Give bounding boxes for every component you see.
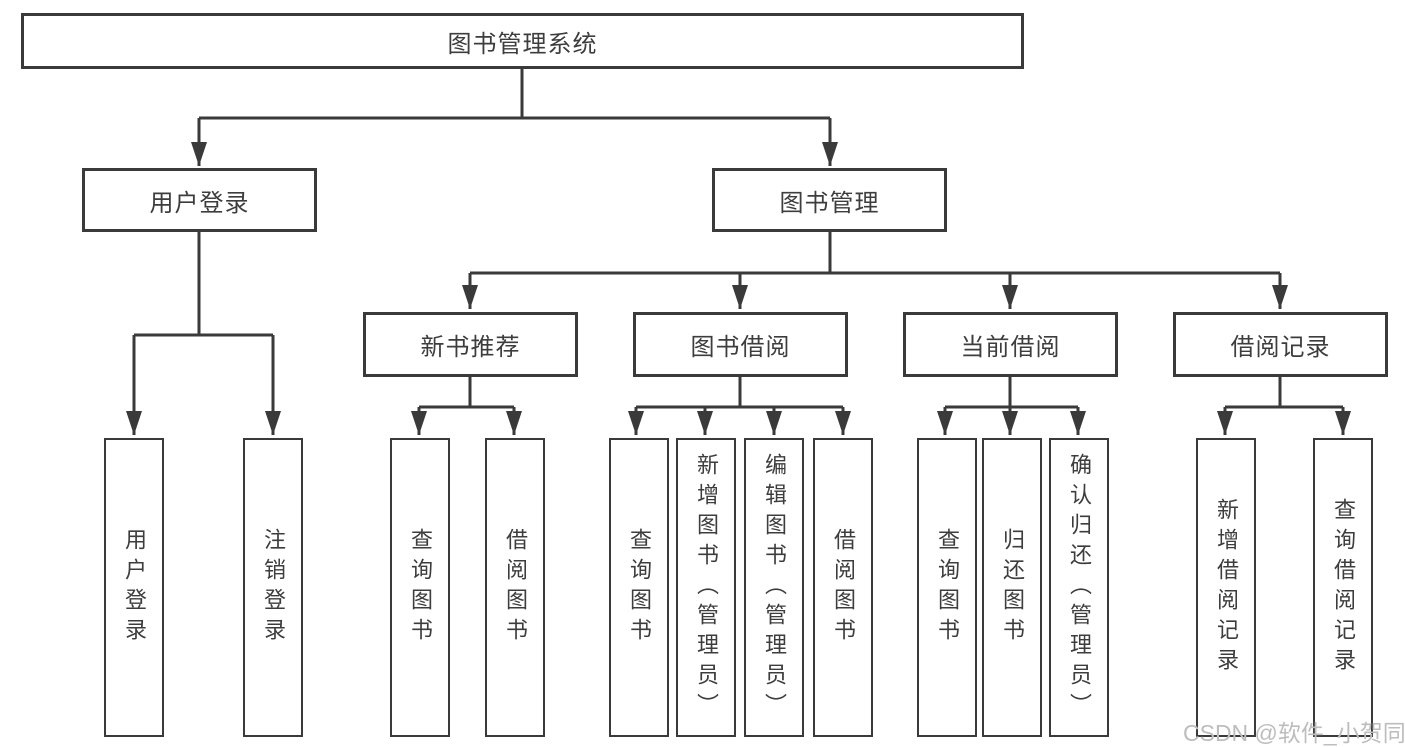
leaf-query-books-1: 查询图书 <box>390 438 450 737</box>
leaf-return-book: 归还图书 <box>982 438 1042 737</box>
leaf-add-borrow-record: 新增借阅记录 <box>1196 438 1256 737</box>
node-new-book-recommend: 新书推荐 <box>363 312 578 377</box>
leaf-add-borrow-record-label: 新增借阅记录 <box>1214 497 1239 678</box>
leaf-confirm-return-admin-label: 确认归还（管理员） <box>1067 452 1092 723</box>
node-book-borrowing-label: 图书借阅 <box>690 334 791 361</box>
leaf-return-book-label: 归还图书 <box>1000 527 1025 648</box>
leaf-borrow-books-2-label: 借阅图书 <box>831 527 856 648</box>
leaf-edit-book-admin-label: 编辑图书（管理员） <box>762 452 787 723</box>
node-current-borrowing-label: 当前借阅 <box>960 334 1061 361</box>
leaf-edit-book-admin: 编辑图书（管理员） <box>744 438 804 737</box>
connector-root-to-level2 <box>191 69 838 166</box>
node-book-borrowing: 图书借阅 <box>633 312 848 377</box>
leaf-borrow-books-1-label: 借阅图书 <box>503 527 528 648</box>
leaf-query-books-3: 查询图书 <box>917 438 977 737</box>
leaf-query-borrow-record: 查询借阅记录 <box>1313 438 1373 737</box>
node-borrowing-records: 借阅记录 <box>1173 312 1388 377</box>
connector-current-children <box>937 377 1086 435</box>
leaf-add-book-admin-label: 新增图书（管理员） <box>694 452 719 723</box>
leaf-query-books-3-label: 查询图书 <box>935 527 960 648</box>
leaf-borrow-books-2: 借阅图书 <box>813 438 873 737</box>
node-book-management-label: 图书管理 <box>779 189 880 217</box>
connector-new-rec-children <box>411 377 522 435</box>
leaf-user-login-label: 用户登录 <box>122 527 147 648</box>
leaf-user-login: 用户登录 <box>104 438 164 737</box>
leaf-logout: 注销登录 <box>243 438 303 737</box>
connector-user-login-children <box>126 232 281 435</box>
node-current-borrowing: 当前借阅 <box>903 312 1118 377</box>
connector-book-mgmt-children <box>462 232 1288 309</box>
leaf-query-books-1-label: 查询图书 <box>408 527 433 648</box>
leaf-query-borrow-record-label: 查询借阅记录 <box>1331 497 1356 678</box>
node-user-login: 用户登录 <box>82 168 317 232</box>
leaf-add-book-admin: 新增图书（管理员） <box>676 438 736 737</box>
csdn-watermark: CSDN @软件_小贺同学 <box>1183 720 1405 746</box>
connector-borrowing-children <box>628 377 851 435</box>
node-book-management: 图书管理 <box>712 168 947 232</box>
node-system-root-label: 图书管理系统 <box>447 30 598 58</box>
node-system-root: 图书管理系统 <box>21 13 1024 69</box>
connector-records-children <box>1217 377 1351 435</box>
leaf-query-books-2-label: 查询图书 <box>627 527 652 648</box>
leaf-confirm-return-admin: 确认归还（管理员） <box>1049 438 1109 737</box>
leaf-query-books-2: 查询图书 <box>609 438 669 737</box>
node-user-login-label: 用户登录 <box>149 189 250 217</box>
node-borrowing-records-label: 借阅记录 <box>1230 334 1331 361</box>
leaf-logout-label: 注销登录 <box>261 527 286 648</box>
leaf-borrow-books-1: 借阅图书 <box>485 438 545 737</box>
node-new-book-recommend-label: 新书推荐 <box>420 334 521 361</box>
